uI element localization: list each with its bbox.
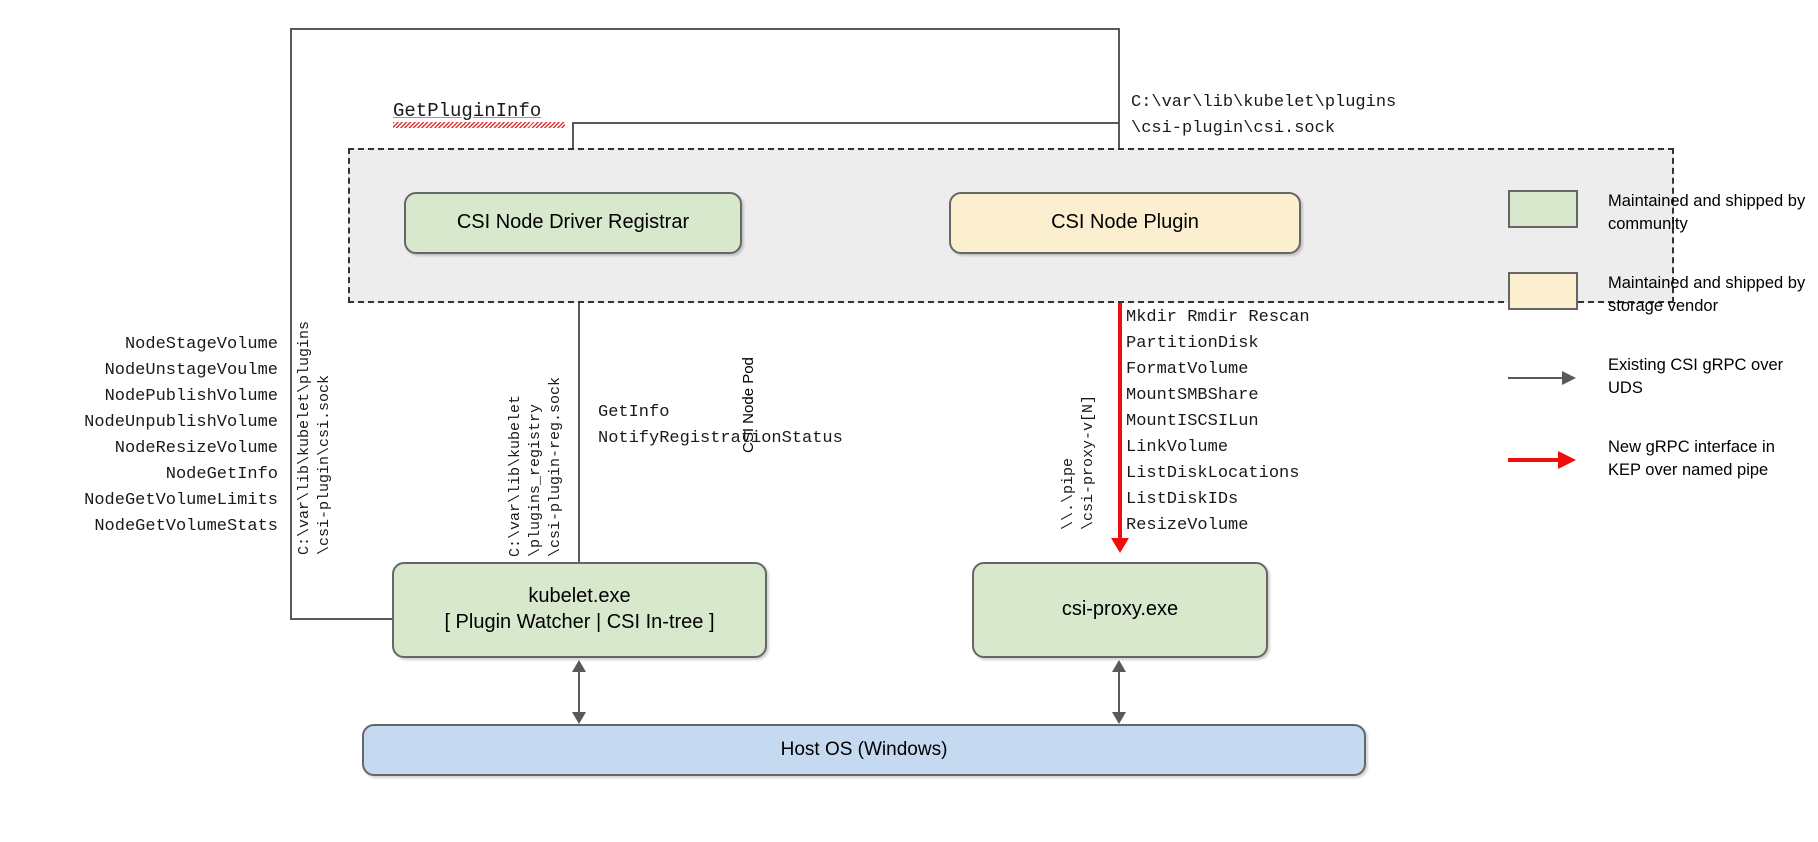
legend-label-existing-grpc: Existing CSI gRPC over UDS bbox=[1608, 356, 1784, 397]
connector-outer-right-down bbox=[1118, 28, 1120, 188]
label-csi-sock-path-top: C:\var\lib\kubelet\plugins \csi-plugin\c… bbox=[1131, 93, 1397, 138]
connector-kubelet-to-registrar bbox=[578, 268, 580, 562]
legend-arrow-red bbox=[1508, 450, 1578, 470]
legend-item-community: Maintained and shipped by community bbox=[1508, 190, 1808, 236]
legend-arrow-grey-line bbox=[1508, 377, 1564, 379]
label-csi-proxy-apis: Mkdir Rmdir Rescan PartitionDisk FormatV… bbox=[1126, 308, 1310, 535]
arrowhead-kubelet-up bbox=[572, 660, 586, 672]
legend-item-vendor: Maintained and shipped by storage vendor bbox=[1508, 272, 1808, 318]
legend-swatch-green bbox=[1508, 190, 1578, 228]
box-kubelet-subtitle: [ Plugin Watcher | CSI In-tree ] bbox=[444, 611, 715, 633]
label-node-service-calls: NodeStageVolume NodeUnstageVoulme NodePu… bbox=[84, 335, 278, 536]
connector-nodeplugin-to-csiproxy bbox=[1118, 254, 1122, 542]
legend-label-new-grpc: New gRPC interface in KEP over named pip… bbox=[1608, 438, 1775, 479]
legend-arrow-red-line bbox=[1508, 458, 1560, 462]
connector-outer-top bbox=[290, 28, 1120, 30]
box-host-os[interactable]: Host OS (Windows) bbox=[362, 724, 1366, 776]
legend-item-new-grpc: New gRPC interface in KEP over named pip… bbox=[1508, 436, 1808, 482]
box-csi-proxy-exe[interactable]: csi-proxy.exe bbox=[972, 562, 1268, 658]
arrowhead-csiproxy-down bbox=[1112, 712, 1126, 724]
legend: Maintained and shipped by community Main… bbox=[1508, 190, 1808, 518]
box-kubelet-title: kubelet.exe bbox=[528, 585, 631, 608]
legend-arrow-grey bbox=[1508, 368, 1578, 388]
arrowhead-kubelet-down bbox=[572, 712, 586, 724]
box-csi-proxy-exe-label: csi-proxy.exe bbox=[1061, 598, 1179, 621]
box-csi-node-driver-registrar[interactable]: CSI Node Driver Registrar bbox=[404, 192, 742, 254]
legend-label-vendor: Maintained and shipped by storage vendor bbox=[1608, 274, 1806, 315]
connector-kubelet-hostos bbox=[578, 672, 580, 714]
connector-outer-bottom bbox=[290, 618, 394, 620]
legend-item-existing-grpc: Existing CSI gRPC over UDS bbox=[1508, 354, 1808, 400]
connector-csiproxy-hostos bbox=[1118, 672, 1120, 714]
connector-outer-left bbox=[290, 28, 292, 620]
legend-arrow-red-head bbox=[1558, 451, 1576, 469]
arrowhead-into-csiproxy bbox=[1111, 538, 1129, 553]
legend-arrow-grey-head bbox=[1562, 371, 1576, 385]
connector-registrar-across bbox=[572, 122, 1120, 124]
legend-label-community: Maintained and shipped by community bbox=[1608, 192, 1806, 233]
box-csi-node-plugin-label: CSI Node Plugin bbox=[1051, 211, 1199, 234]
arrowhead-csiproxy-up bbox=[1112, 660, 1126, 672]
legend-swatch-yellow bbox=[1508, 272, 1578, 310]
box-csi-node-driver-registrar-label: CSI Node Driver Registrar bbox=[456, 211, 690, 234]
label-get-plugin-info: GetPluginInfo bbox=[393, 100, 542, 122]
label-named-pipe-vertical: \\.\pipe \csi-proxy-v[N] bbox=[1060, 394, 1097, 530]
label-uds-csi-sock-vertical: C:\var\lib\kubelet\plugins \csi-plugin\c… bbox=[296, 320, 333, 555]
spellcheck-squiggle-underline bbox=[393, 122, 565, 128]
box-csi-node-plugin[interactable]: CSI Node Plugin bbox=[949, 192, 1301, 254]
label-uds-registry-sock-vertical: C:\var\lib\kubelet \plugins_registry \cs… bbox=[507, 376, 564, 557]
label-registration-calls: GetInfo NotifyRegistrationStatus bbox=[598, 403, 843, 448]
box-kubelet-exe[interactable]: kubelet.exe [ Plugin Watcher | CSI In-tr… bbox=[392, 562, 767, 658]
box-host-os-label: Host OS (Windows) bbox=[780, 738, 948, 760]
